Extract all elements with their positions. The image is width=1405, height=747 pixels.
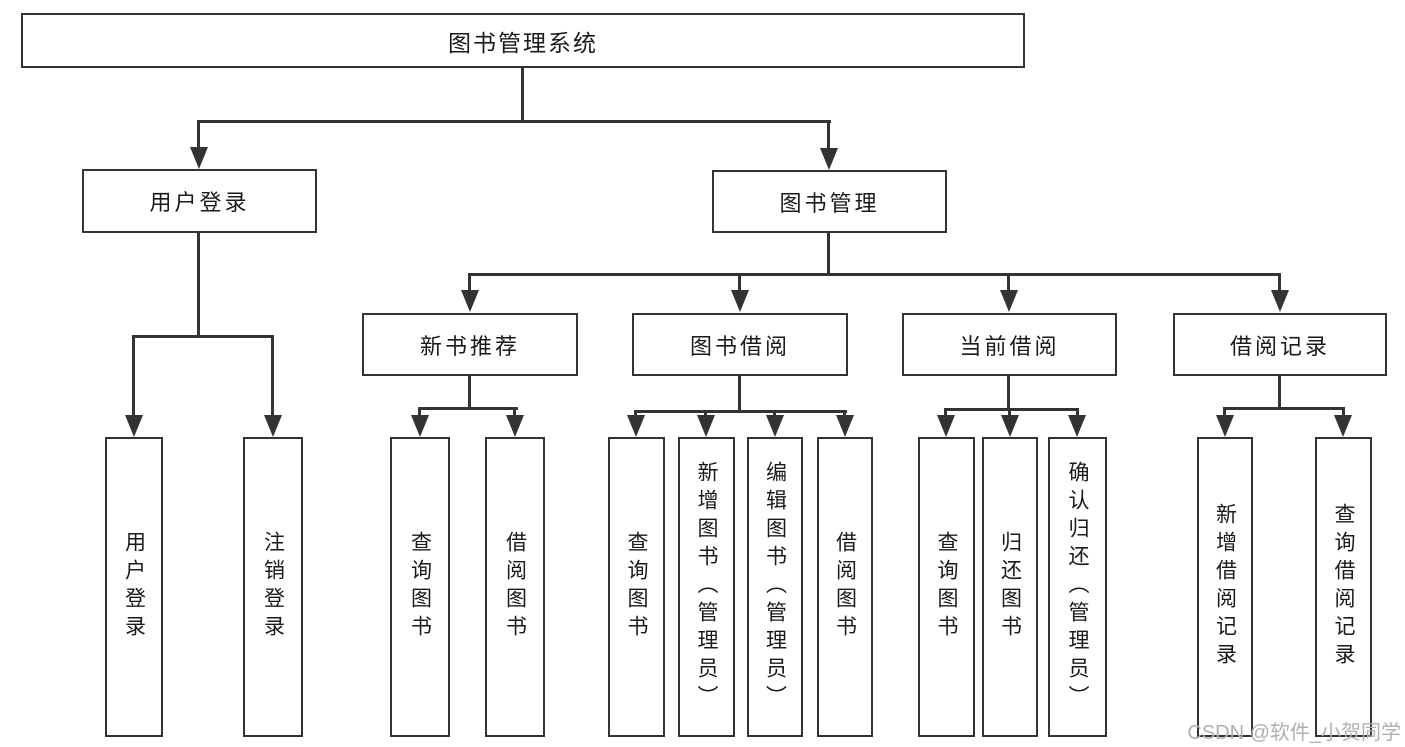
connector-line (132, 335, 135, 417)
leaf-query-books: 查询图书 (390, 437, 450, 737)
arrow-down-icon (937, 415, 955, 437)
connector-line (1223, 407, 1226, 417)
connector-line (843, 410, 846, 417)
leaf-label: 借阅图书 (503, 531, 527, 643)
leaf-label: 归还图书 (998, 531, 1022, 643)
connector-line (132, 335, 274, 338)
connector-line (1008, 408, 1011, 417)
connector-line (468, 273, 471, 292)
arrow-down-icon (627, 415, 645, 437)
leaf-query-books: 查询图书 (918, 437, 975, 737)
arrow-down-icon (1216, 415, 1234, 437)
connector-line (521, 68, 524, 122)
leaf-borrow-books: 借阅图书 (817, 437, 873, 737)
connector-line (1076, 408, 1079, 417)
arrow-down-icon (190, 147, 208, 169)
connector-line (944, 408, 947, 417)
leaf-borrow-books: 借阅图书 (485, 437, 545, 737)
leaf-label: 新增借阅记录 (1213, 503, 1237, 671)
arrow-down-icon (411, 415, 429, 437)
connector-line (827, 120, 830, 149)
leaf-label: 用户登录 (122, 531, 146, 643)
leaf-label: 查询图书 (408, 531, 432, 643)
arrow-down-icon (836, 415, 854, 437)
leaf-edit-books-admin: 编辑图书（管理员） (747, 437, 803, 737)
node-current-borrowing: 当前借阅 (902, 313, 1117, 376)
connector-line (418, 407, 421, 417)
leaf-query-books: 查询图书 (608, 437, 665, 737)
node-borrowing-records: 借阅记录 (1173, 313, 1387, 376)
node-book-borrowing: 图书借阅 (632, 313, 848, 376)
arrow-down-icon (731, 290, 749, 312)
connector-line (738, 273, 741, 292)
connector-line (197, 120, 831, 123)
connector-line (513, 407, 516, 417)
connector-line (1342, 407, 1345, 417)
connector-line (271, 335, 274, 417)
connector-line (197, 233, 200, 337)
arrow-down-icon (820, 148, 838, 170)
connector-line (1223, 407, 1345, 410)
arrow-down-icon (264, 415, 282, 437)
leaf-logout: 注销登录 (243, 437, 303, 737)
connector-line (418, 407, 518, 410)
csdn-watermark: CSDN @软件_小贺同学 (1187, 722, 1401, 744)
arrow-down-icon (1271, 290, 1289, 312)
arrow-down-icon (461, 290, 479, 312)
leaf-label: 查询图书 (625, 531, 648, 643)
connector-line (634, 410, 637, 417)
leaf-label: 借阅图书 (833, 531, 857, 643)
leaf-label: 查询借阅记录 (1332, 503, 1355, 671)
leaf-add-borrow-record: 新增借阅记录 (1197, 437, 1253, 737)
node-book-management: 图书管理 (712, 170, 947, 233)
arrow-down-icon (1068, 415, 1086, 437)
connector-line (1278, 273, 1281, 292)
leaf-label: 查询图书 (935, 531, 958, 643)
arrow-down-icon (697, 415, 715, 437)
leaf-query-borrow-record: 查询借阅记录 (1315, 437, 1372, 737)
connector-line (1007, 273, 1010, 292)
leaf-confirm-return-admin: 确认归还（管理员） (1048, 437, 1107, 737)
node-user-login: 用户登录 (82, 169, 317, 233)
leaf-return-books: 归还图书 (982, 437, 1038, 737)
arrow-down-icon (125, 415, 143, 437)
connector-line (197, 120, 200, 148)
connector-line (944, 408, 1079, 411)
connector-line (468, 273, 1281, 276)
connector-line (827, 233, 830, 275)
connector-line (634, 410, 847, 413)
arrow-down-icon (506, 415, 524, 437)
connector-line (704, 410, 707, 417)
node-new-book-recommendation: 新书推荐 (362, 313, 578, 376)
leaf-label: 新增图书（管理员） (695, 461, 718, 713)
leaf-add-books-admin: 新增图书（管理员） (678, 437, 735, 737)
arrow-down-icon (1000, 290, 1018, 312)
connector-line (738, 376, 741, 412)
connector-line (468, 376, 471, 409)
leaf-label: 确认归还（管理员） (1066, 461, 1089, 713)
node-book-management-system: 图书管理系统 (21, 13, 1025, 68)
leaf-user-login: 用户登录 (105, 437, 163, 737)
connector-line (1007, 376, 1010, 410)
arrow-down-icon (1334, 415, 1352, 437)
arrow-down-icon (766, 415, 784, 437)
arrow-down-icon (1001, 415, 1019, 437)
leaf-label: 注销登录 (261, 531, 285, 643)
connector-line (773, 410, 776, 417)
leaf-label: 编辑图书（管理员） (763, 461, 787, 713)
connector-line (1278, 376, 1281, 409)
